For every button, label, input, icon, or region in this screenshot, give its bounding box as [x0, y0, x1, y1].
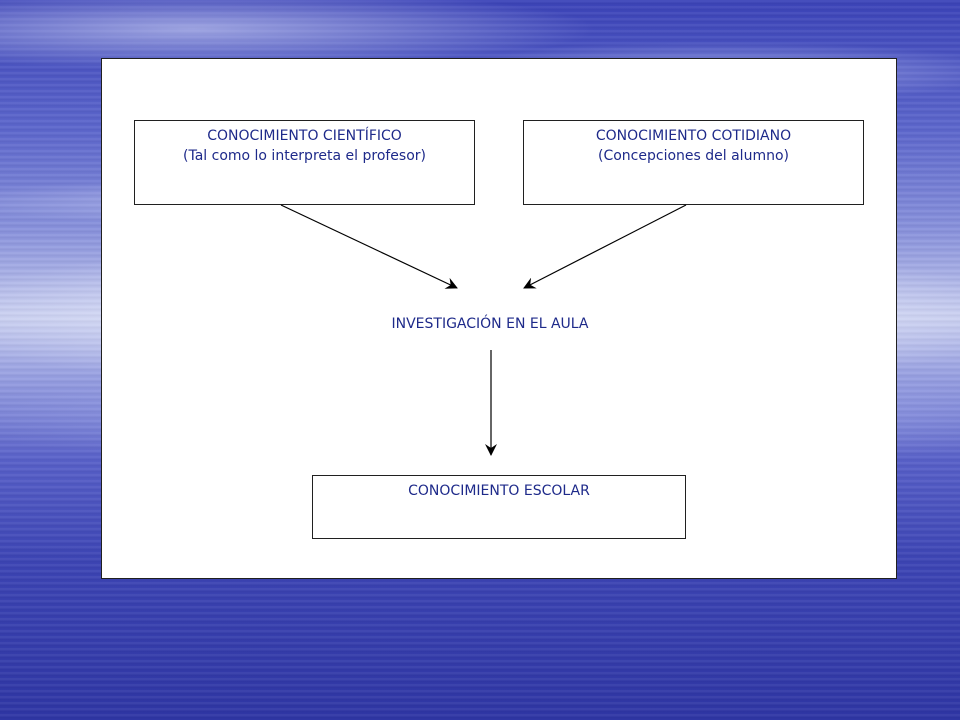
node-everyday-title: CONOCIMIENTO COTIDIANO: [595, 128, 792, 144]
node-scientific-subtitle: (Tal como lo interpreta el profesor): [183, 148, 426, 164]
node-school-title: CONOCIMIENTO ESCOLAR: [408, 483, 590, 499]
node-school-knowledge: CONOCIMIENTO ESCOLAR: [312, 475, 686, 539]
node-scientific-title: CONOCIMIENTO CIENTÍFICO: [207, 128, 402, 144]
node-classroom-research: INVESTIGACIÓN EN EL AULA: [391, 316, 589, 332]
node-scientific-knowledge: CONOCIMIENTO CIENTÍFICO (Tal como lo int…: [134, 120, 475, 205]
node-everyday-subtitle: (Concepciones del alumno): [598, 148, 789, 164]
node-everyday-knowledge: CONOCIMIENTO COTIDIANO (Concepciones del…: [523, 120, 864, 205]
